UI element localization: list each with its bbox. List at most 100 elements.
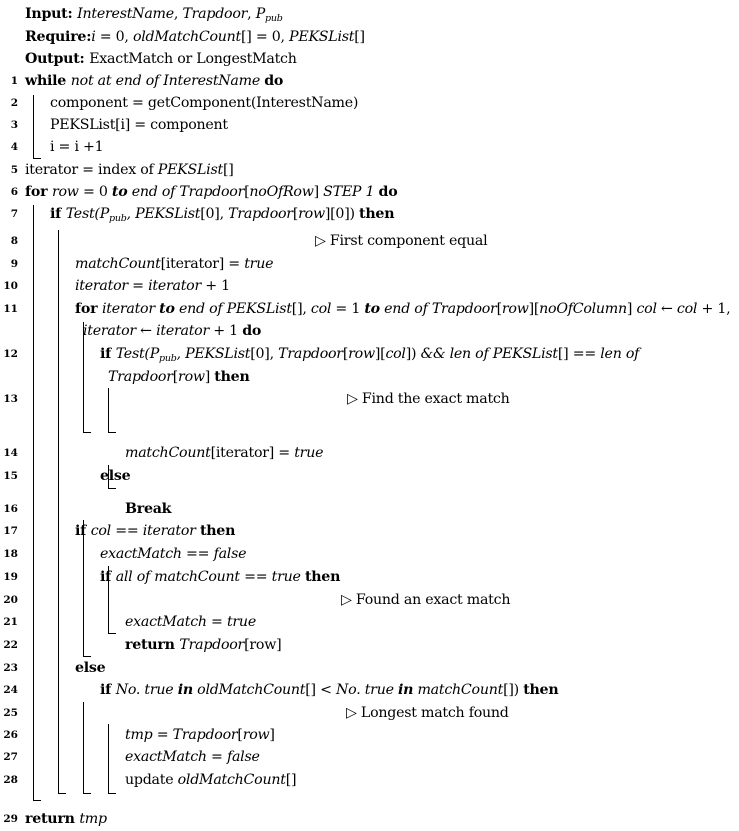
text-segment: exactMatch <box>125 749 207 765</box>
text-segment: + 1, <box>697 301 731 317</box>
text-segment: true <box>271 569 305 585</box>
text-segment: No. true <box>335 682 398 698</box>
text-segment: matchCount <box>413 682 504 698</box>
line-number: 7 <box>10 208 18 220</box>
line-number: 28 <box>3 774 18 786</box>
block-rule-hook <box>83 432 91 433</box>
text-segment: iterator <box>142 523 200 539</box>
text-segment: in <box>177 682 193 698</box>
text-segment: = <box>152 727 173 743</box>
line-number: 2 <box>10 97 18 109</box>
text-segment: end of Trapdoor <box>379 301 497 317</box>
text-segment: Test(P <box>65 206 110 222</box>
text-segment: = 1 <box>331 301 365 317</box>
text-segment: [] == <box>557 346 601 362</box>
line-number: 9 <box>10 258 18 270</box>
block-rule-hook <box>108 488 116 489</box>
line-number: 19 <box>3 571 18 583</box>
text-segment: if <box>100 346 116 362</box>
block-rule-hook <box>83 656 91 657</box>
algorithm-line: Require:i = 0, oldMatchCount[] = 0, PEKS… <box>0 26 739 49</box>
line-number: 1 <box>10 75 18 87</box>
text-segment: Trapdoor <box>182 6 248 22</box>
text-segment: ] <box>269 727 275 743</box>
text-segment: , PEKSList <box>126 206 201 222</box>
algorithm-statement: Break <box>125 498 172 521</box>
line-number: 4 <box>10 141 18 153</box>
algorithm-statement: Output: ExactMatch or LongestMatch <box>25 48 297 71</box>
line-number: 12 <box>3 348 18 360</box>
text-segment: iterator = index of <box>25 162 158 178</box>
text-segment: == <box>239 569 272 585</box>
text-segment: ] <box>626 301 637 317</box>
text-segment: noOfRow <box>249 184 314 200</box>
text-segment: Trapdoor <box>228 206 293 222</box>
text-segment: Trapdoor <box>108 369 173 385</box>
text-segment: ← <box>656 301 677 317</box>
text-segment: P <box>255 6 266 22</box>
text-segment: Trapdoor <box>278 346 343 362</box>
block-rule <box>33 205 34 800</box>
text-segment: iterator <box>148 278 201 294</box>
algorithm-comment: ▷ Found an exact match <box>341 589 510 612</box>
algorithm-statement: if No. true in oldMatchCount[] < No. tru… <box>100 679 559 702</box>
algorithm-line: 23 else <box>0 657 739 680</box>
algorithm-statement: for iterator to end of PEKSList[], col =… <box>75 298 731 321</box>
text-segment: oldMatchCount <box>177 772 286 788</box>
text-segment: then <box>359 206 395 222</box>
algorithm-statement: if Test(Ppub, PEKSList[0], Trapdoor[row]… <box>100 343 639 366</box>
text-segment: Break <box>125 501 172 517</box>
block-rule <box>108 465 109 488</box>
text-segment: col <box>636 301 657 317</box>
text-segment: update <box>125 772 178 788</box>
text-segment: component = getComponent(InterestName) <box>50 95 359 111</box>
text-segment: end of Trapdoor <box>127 184 245 200</box>
algorithm-statement: Trapdoor[row] then <box>108 366 250 389</box>
text-segment: all of matchCount <box>115 569 240 585</box>
algorithm-statement: if Test(Ppub, PEKSList[0], Trapdoor[row]… <box>50 203 395 226</box>
algorithm-statement: component = getComponent(InterestName) <box>50 92 358 115</box>
text-segment: InterestName <box>77 6 174 22</box>
line-number: 3 <box>10 119 18 131</box>
algorithm-statement: tmp = Trapdoor[row] <box>125 724 275 747</box>
text-segment: ][0]) <box>324 206 360 222</box>
text-segment: in <box>398 682 414 698</box>
text-segment: [ <box>342 346 349 362</box>
text-segment: [ <box>172 369 179 385</box>
text-segment: if <box>50 206 66 222</box>
text-segment: Require: <box>25 29 92 45</box>
algorithm-line: 7 if Test(Ppub, PEKSList[0], Trapdoor[row… <box>0 203 739 226</box>
text-segment: oldMatchCount <box>192 682 306 698</box>
text-segment: iterator <box>101 301 160 317</box>
text-segment: = <box>127 278 149 294</box>
algorithm-line: 12 if Test(Ppub, PEKSList[0], Trapdoor[ro… <box>0 343 739 366</box>
text-segment: else <box>75 660 106 676</box>
text-segment: row <box>501 301 529 317</box>
text-segment: + 1 <box>200 278 230 294</box>
line-number: 25 <box>3 707 18 719</box>
text-segment: Output: <box>25 51 90 67</box>
text-segment: false <box>226 749 260 765</box>
text-segment: end of PEKSList <box>174 301 292 317</box>
line-number: 23 <box>3 662 18 674</box>
text-segment: to <box>159 301 175 317</box>
algorithm-statement: if col == iterator then <box>75 520 235 543</box>
block-rule-hook <box>108 633 116 634</box>
block-rule-hook <box>58 793 66 794</box>
text-segment: row <box>242 727 270 743</box>
algorithm-comment: ▷ First component equal <box>315 230 488 253</box>
line-number: 20 <box>3 594 18 606</box>
algorithm-line: 2 component = getComponent(InterestName) <box>0 92 739 115</box>
text-segment: i <box>91 29 96 45</box>
algorithm-line: Output: ExactMatch or LongestMatch <box>0 48 739 71</box>
block-rule <box>83 702 84 793</box>
